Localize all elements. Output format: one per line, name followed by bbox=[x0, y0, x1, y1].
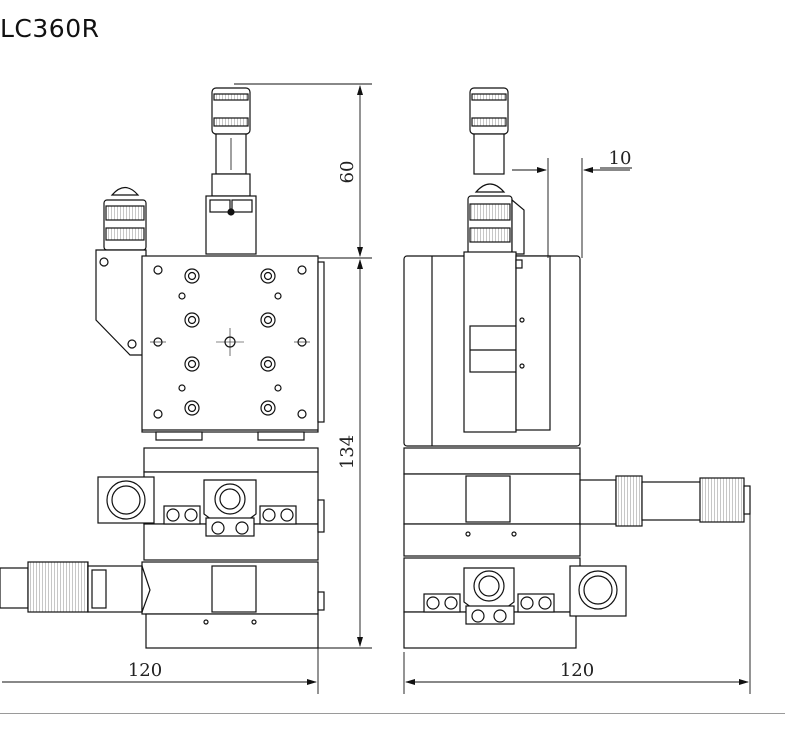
front-top-plate bbox=[141, 255, 325, 441]
front-middle-stage bbox=[97, 447, 325, 561]
front-top-micrometer bbox=[205, 87, 257, 255]
model-title: LC360R bbox=[0, 14, 100, 43]
front-height-dimensions bbox=[234, 83, 372, 649]
side-offset-dimension bbox=[512, 158, 632, 258]
front-bottom-stage bbox=[0, 561, 325, 649]
side-top-micrometer bbox=[467, 87, 525, 255]
side-top-block bbox=[403, 251, 581, 447]
front-side-micrometer bbox=[95, 186, 147, 356]
front-view: 60 134 120 bbox=[0, 83, 372, 694]
front-width-dimension bbox=[2, 620, 319, 694]
dim-10-label: 10 bbox=[609, 148, 632, 169]
dim-120-side-label: 120 bbox=[560, 660, 594, 681]
dim-134-label: 134 bbox=[337, 435, 358, 469]
side-middle-stage bbox=[403, 447, 751, 557]
dim-60-label: 60 bbox=[337, 161, 358, 184]
side-view: 10 120 bbox=[403, 87, 751, 694]
dim-120-front-label: 120 bbox=[128, 660, 162, 681]
side-bottom-stage bbox=[403, 557, 627, 649]
bottom-divider bbox=[0, 713, 785, 714]
side-width-dimension bbox=[403, 486, 751, 694]
